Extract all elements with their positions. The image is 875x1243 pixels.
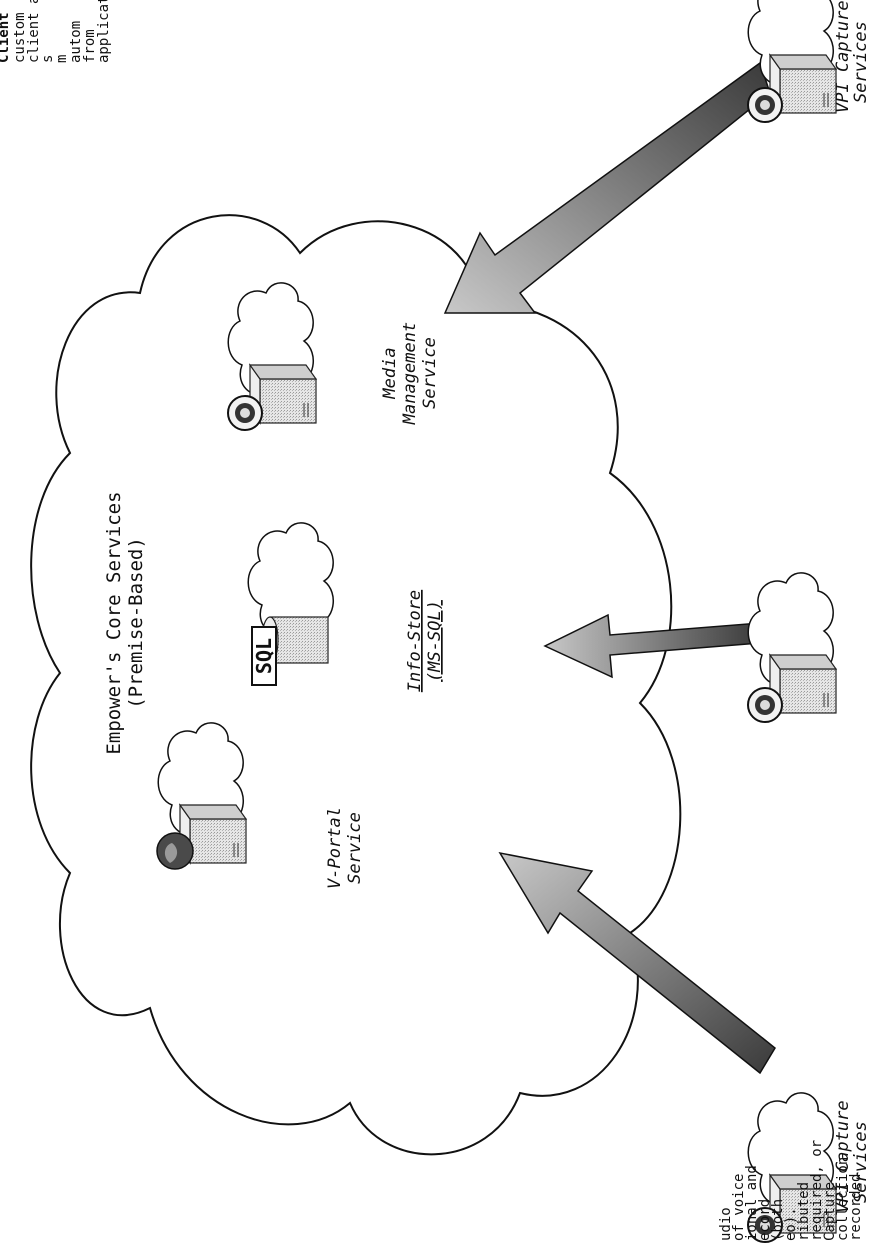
right-note-line: custom	[12, 12, 28, 63]
left-note-line: collection	[835, 1157, 851, 1241]
capture-right-line2: Services	[851, 21, 871, 103]
left-note-line: (both	[770, 1199, 786, 1241]
left-note-line: Capture	[822, 1182, 838, 1241]
infostore-group: SQL	[247, 522, 335, 686]
left-note-line: ecord	[757, 1199, 773, 1241]
right-note-line: from	[82, 29, 98, 63]
infostore-label-line2: (MS-SQL)	[425, 600, 445, 682]
media-group	[227, 282, 317, 431]
media-label-line3: Service	[420, 337, 440, 409]
vportal-label-line2: Service	[345, 812, 365, 884]
right-note-heading: Client	[0, 12, 12, 63]
left-note-line: ributed	[796, 1182, 812, 1241]
gear-icon	[747, 687, 783, 723]
svg-text:SQL: SQL	[252, 638, 276, 674]
left-note-line: ional and	[744, 1165, 760, 1241]
arrow-middle-capture	[543, 613, 761, 679]
media-label-line2: Management	[400, 322, 420, 425]
gear-icon	[747, 87, 783, 123]
sql-badge-icon: SQL	[251, 626, 277, 686]
infostore-label-line1: Info-Store	[405, 590, 425, 692]
arrow-left-capture	[498, 851, 776, 1075]
left-note-line: udio	[718, 1207, 734, 1241]
media-label-line1: Media	[380, 347, 400, 399]
left-note-line: recorded	[848, 1174, 864, 1241]
right-note-line: s	[40, 55, 56, 63]
right-note-line: client a	[26, 0, 42, 63]
vportal-group	[156, 722, 247, 870]
vportal-label-line1: V-Portal	[325, 807, 345, 889]
left-note-line: required, or	[809, 1140, 825, 1241]
core-title-line1: Empower's Core Services	[103, 491, 125, 754]
arrow-right-capture	[443, 61, 771, 314]
right-note-line: autom	[68, 21, 84, 63]
left-note-line: of voice	[731, 1174, 747, 1241]
capture-middle-group	[747, 572, 837, 723]
core-title-line2: (Premise-Based)	[125, 537, 147, 709]
capture-right-group	[747, 0, 837, 123]
capture-left-line2: Services	[851, 1121, 871, 1203]
gear-icon	[227, 395, 263, 431]
left-note-line: eo).	[783, 1207, 799, 1241]
right-note-line: m	[54, 55, 70, 63]
capture-right-line1: VPI Capture	[833, 0, 853, 113]
capture-left-line1: VPI Capture	[833, 1100, 853, 1213]
right-note-line: applicati	[96, 0, 112, 63]
